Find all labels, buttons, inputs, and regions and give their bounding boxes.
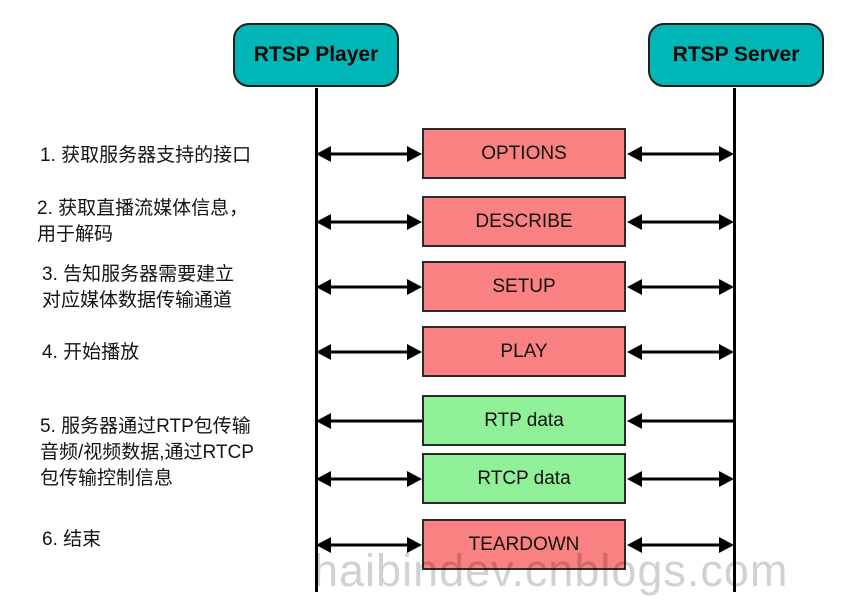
step-label-4: 4. 开始播放 <box>42 342 140 363</box>
actor-rtsp-player-label: RTSP Player <box>253 43 379 66</box>
actor-rtsp-server: RTSP Server <box>648 23 824 87</box>
message-label-describe: DESCRIBE <box>475 210 573 232</box>
bidirectional-arrow-icon <box>316 211 422 233</box>
message-label-teardown: TEARDOWN <box>468 533 580 555</box>
bidirectional-arrow-icon <box>316 468 422 490</box>
step-label-3: 3. 告知服务器需要建立 对应媒体数据传输通道 <box>42 264 235 311</box>
bidirectional-arrow-icon <box>316 341 422 363</box>
step-label-6: 6. 结束 <box>42 529 102 550</box>
left-arrow-icon <box>627 410 734 432</box>
message-label-rtcp-data: RTCP data <box>477 467 571 489</box>
message-label-options: OPTIONS <box>481 142 567 164</box>
player-lifeline <box>315 88 318 592</box>
message-box-options: OPTIONS <box>422 128 626 179</box>
bidirectional-arrow-icon <box>627 276 734 298</box>
server-lifeline <box>733 88 736 592</box>
message-box-teardown: TEARDOWN <box>422 519 626 570</box>
step-label-1: 1. 获取服务器支持的接口 <box>40 145 252 166</box>
message-box-rtcp-data: RTCP data <box>422 453 626 504</box>
bidirectional-arrow-icon <box>316 143 422 165</box>
message-box-setup: SETUP <box>422 261 626 312</box>
bidirectional-arrow-icon <box>627 468 734 490</box>
step-label-5: 5. 服务器通过RTP包传输 音频/视频数据,通过RTCP 包传输控制信息 <box>40 416 254 489</box>
bidirectional-arrow-icon <box>627 341 734 363</box>
bidirectional-arrow-icon <box>627 211 734 233</box>
message-box-rtp-data: RTP data <box>422 395 626 446</box>
actor-rtsp-player: RTSP Player <box>233 23 399 87</box>
actor-rtsp-server-label: RTSP Server <box>672 43 800 66</box>
message-label-play: PLAY <box>500 340 548 362</box>
bidirectional-arrow-icon <box>316 276 422 298</box>
bidirectional-arrow-icon <box>316 534 422 556</box>
message-label-rtp-data: RTP data <box>484 409 564 431</box>
left-arrow-icon <box>316 410 422 432</box>
message-box-describe: DESCRIBE <box>422 196 626 247</box>
step-label-2: 2. 获取直播流媒体信息， 用于解码 <box>37 198 249 245</box>
bidirectional-arrow-icon <box>627 143 734 165</box>
bidirectional-arrow-icon <box>627 534 734 556</box>
message-label-setup: SETUP <box>492 275 556 297</box>
message-box-play: PLAY <box>422 326 626 377</box>
